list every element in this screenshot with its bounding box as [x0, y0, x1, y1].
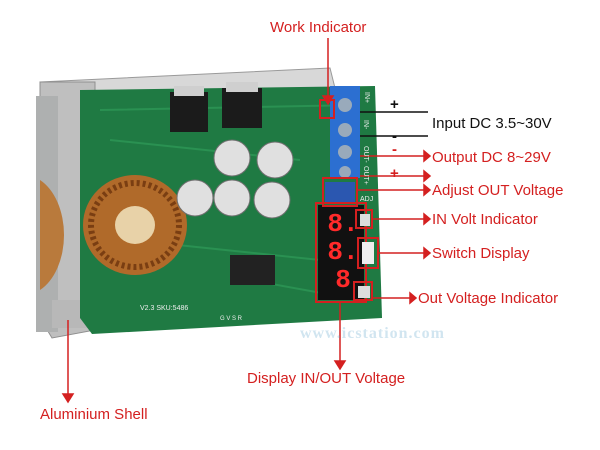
label-input-dc: Input DC 3.5~30V	[432, 115, 552, 132]
terminal-out-plus-text: OUT+	[362, 166, 369, 185]
callout-lines	[61, 38, 432, 404]
capacitors	[176, 139, 294, 219]
input-minus-sign: -	[392, 128, 397, 145]
label-out-voltage-indicator: Out Voltage Indicator	[418, 290, 559, 307]
in-volt-led	[360, 214, 370, 226]
out-volt-led	[358, 286, 370, 298]
terminal-in-minus-text: IN-	[362, 120, 369, 130]
header-pins-text: G V S R	[220, 316, 243, 322]
led-digits: 8.8.8	[327, 209, 359, 295]
switch-button	[362, 242, 374, 264]
label-aluminium-shell: Aluminium Shell	[40, 406, 148, 423]
shell-edge-coil	[40, 180, 65, 290]
potentiometer	[325, 182, 355, 204]
label-in-volt-indicator: IN Volt Indicator	[432, 211, 538, 228]
label-work-indicator: Work Indicator	[270, 19, 367, 36]
watermark: www.icstation.com	[300, 325, 445, 342]
terminal-out-minus-text: OUT-	[362, 146, 369, 163]
label-switch-display: Switch Display	[432, 245, 530, 262]
ic-chip	[230, 255, 275, 285]
terminal-in-plus-text: IN+	[363, 92, 370, 104]
input-plus-sign: +	[390, 96, 399, 113]
label-adjust-out: Adjust OUT Voltage	[432, 182, 564, 199]
inductor	[83, 175, 187, 275]
adj-text: ADJ	[360, 196, 374, 203]
label-output-dc: Output DC 8~29V	[432, 149, 551, 166]
mosfets	[170, 82, 262, 132]
output-plus-sign: +	[390, 165, 399, 182]
label-display-in-out: Display IN/OUT Voltage	[247, 370, 406, 387]
version-text: V2.3 SKU:5486	[140, 305, 189, 312]
output-minus-sign: -	[392, 141, 397, 158]
